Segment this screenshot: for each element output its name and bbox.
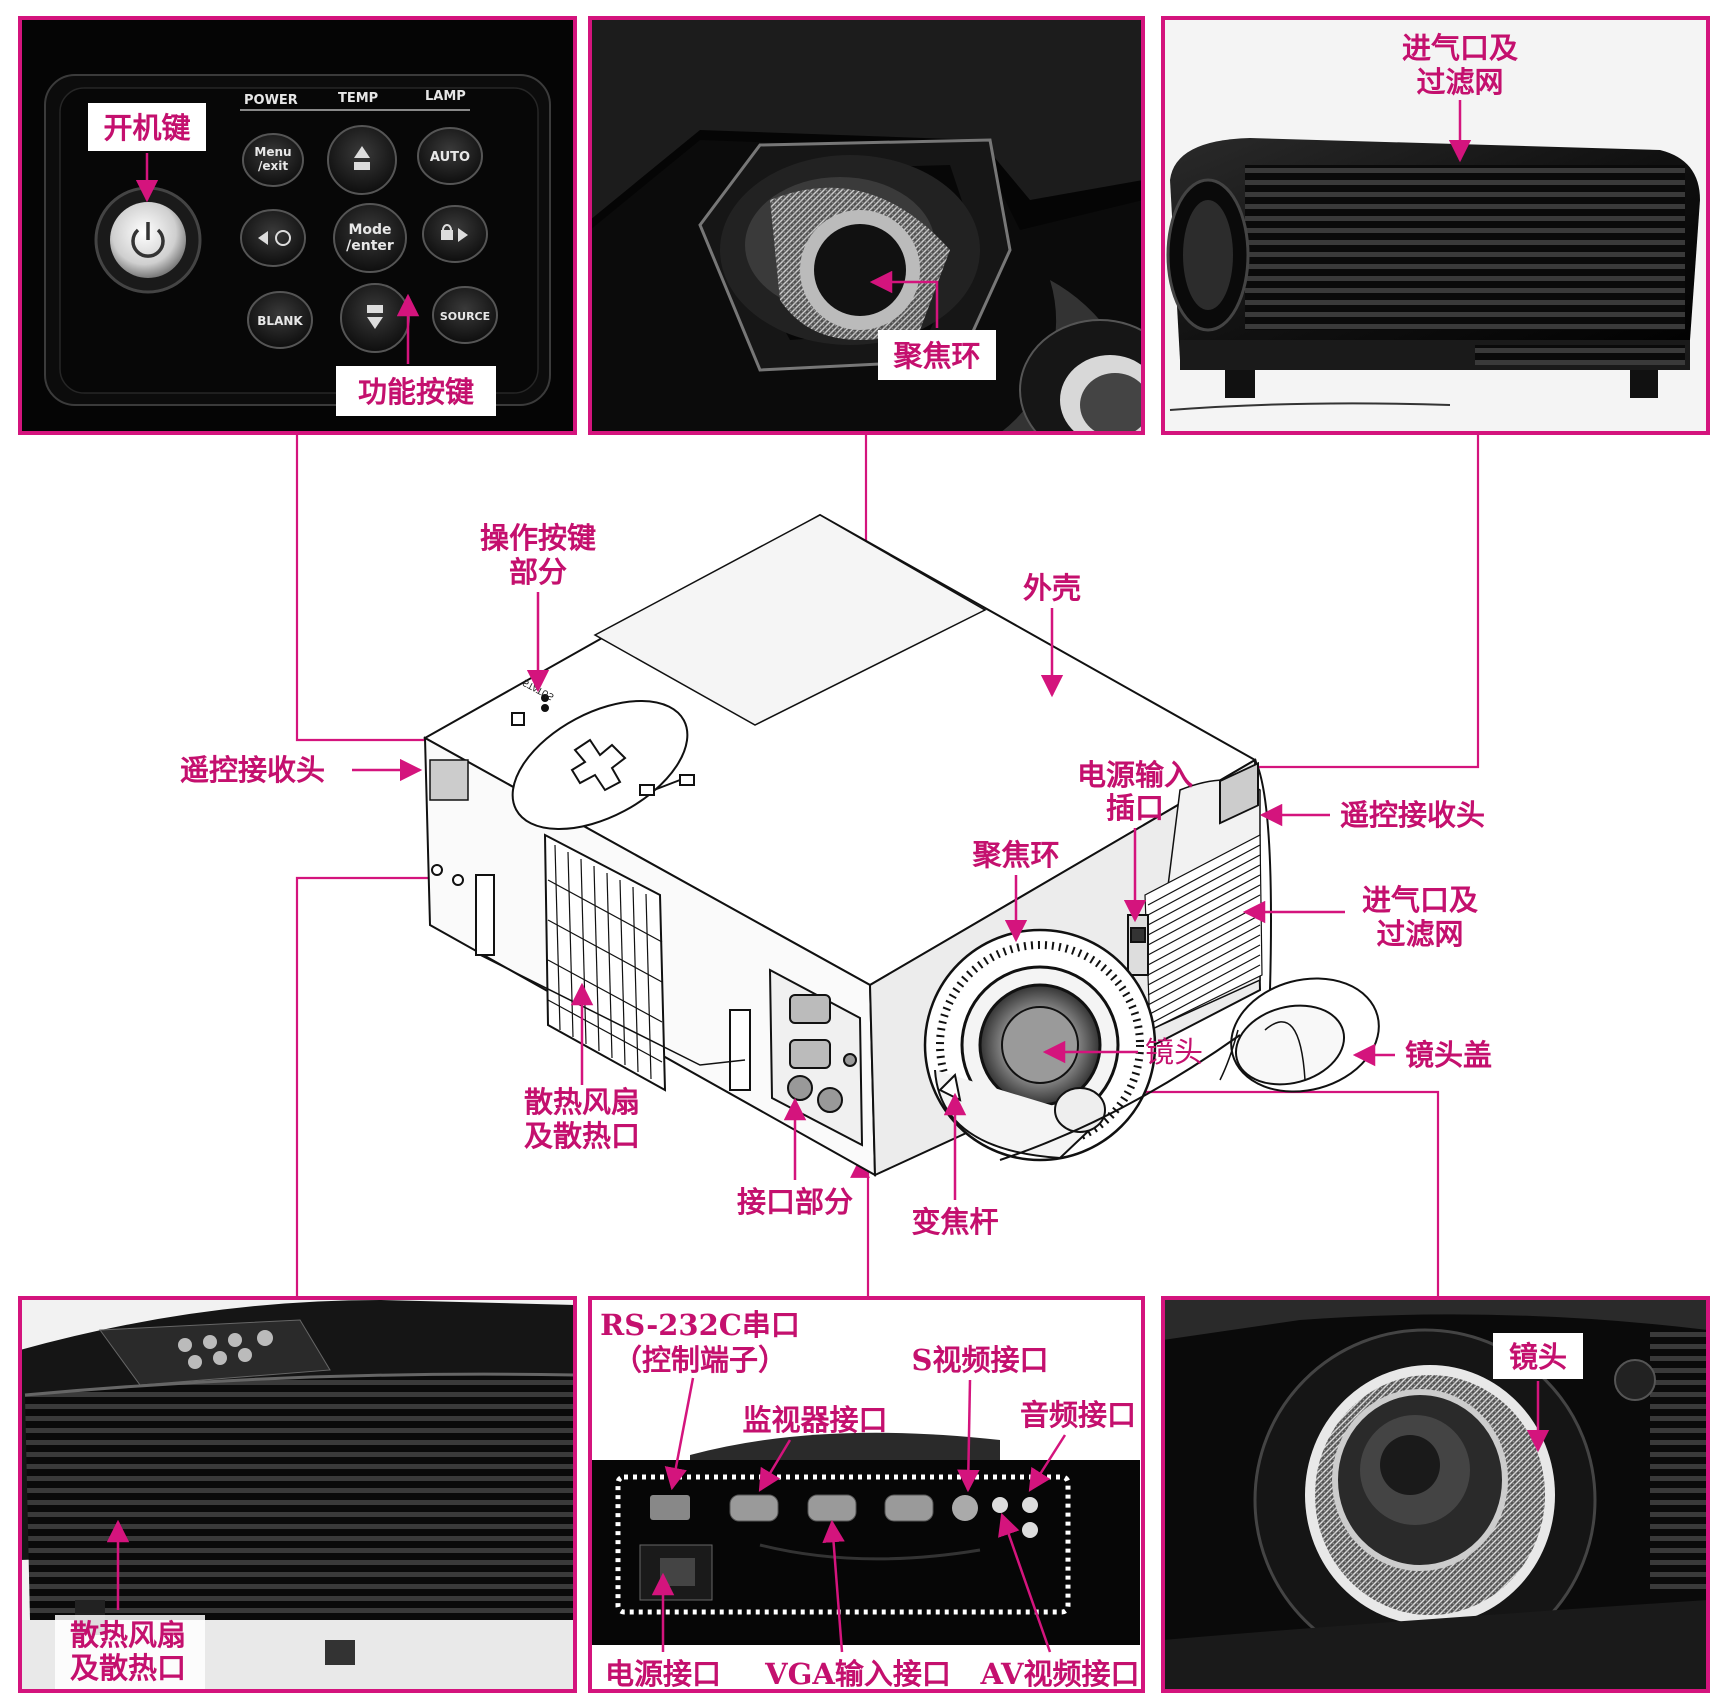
label-fan-vent-center-1: 散热风扇 xyxy=(524,1085,640,1119)
label-ir-receiver-right: 遥控接收头 xyxy=(1340,798,1485,832)
label-rs232-1: RS-232C串口 xyxy=(600,1308,800,1342)
auto-key[interactable]: AUTO xyxy=(417,127,483,185)
photo-focus-ring: 聚焦环 xyxy=(588,16,1145,435)
mode-enter-key[interactable]: Mode /enter xyxy=(333,203,407,273)
down-key[interactable] xyxy=(340,283,410,353)
svg-text:Menu: Menu xyxy=(254,145,291,159)
svg-text:/exit: /exit xyxy=(258,159,288,173)
label-function-keys: 功能按键 xyxy=(358,375,474,409)
label-audio: 音频接口 xyxy=(1020,1398,1136,1432)
indicator-power: POWER xyxy=(244,93,298,108)
label-av-video: AV视频接口 xyxy=(980,1657,1140,1691)
blank-key[interactable]: BLANK xyxy=(247,291,313,349)
label-ir-receiver-left: 遥控接收头 xyxy=(180,753,325,787)
label-air-intake-center-2: 过滤网 xyxy=(1376,917,1463,951)
label-housing: 外壳 xyxy=(1023,571,1081,605)
indicator-lamp: LAMP xyxy=(425,89,466,104)
svg-text:AUTO: AUTO xyxy=(430,150,470,165)
label-fan-vent-photo-2: 及散热口 xyxy=(70,1651,186,1685)
power-icon xyxy=(131,222,165,258)
label-operation-keys-2: 部分 xyxy=(509,555,567,589)
source-key[interactable]: SOURCE xyxy=(432,286,498,344)
label-operation-keys-1: 操作按键 xyxy=(480,521,596,555)
label-lens-cap: 镜头盖 xyxy=(1405,1038,1492,1072)
label-vga-in: VGA输入接口 xyxy=(764,1657,951,1691)
svg-text:BLANK: BLANK xyxy=(257,314,303,328)
label-s-video: S视频接口 xyxy=(912,1343,1049,1377)
label-power-inlet-1: 电源输入 xyxy=(1077,758,1193,792)
label-focus-ring-center: 聚焦环 xyxy=(971,838,1059,872)
up-key[interactable] xyxy=(327,125,397,195)
menu-exit-key[interactable]: Menu /exit xyxy=(242,133,304,187)
label-focus-ring-photo: 聚焦环 xyxy=(892,339,980,373)
left-help-key[interactable] xyxy=(240,209,306,267)
label-monitor: 监视器接口 xyxy=(742,1403,887,1437)
photo-air-intake: 进气口及 过滤网 xyxy=(1161,16,1710,435)
label-rs232-2: （控制端子） xyxy=(613,1343,787,1377)
label-lens-center: 镜头 xyxy=(1145,1035,1203,1069)
label-power-port: 电源接口 xyxy=(605,1657,721,1691)
label-air-intake-photo-1: 进气口及 xyxy=(1402,31,1518,65)
projector-line-drawing: STATUS xyxy=(422,513,1380,1177)
photo-ports: RS-232C串口 （控制端子） S视频接口 监视器接口 音频接口 电源接口 V… xyxy=(588,1296,1145,1693)
photo-lens: 镜头 xyxy=(1161,1296,1710,1693)
label-zoom-lever: 变焦杆 xyxy=(911,1205,998,1239)
label-air-intake-photo-2: 过滤网 xyxy=(1416,65,1503,99)
photo-fan-vent: 散热风扇 及散热口 xyxy=(18,1296,577,1693)
label-air-intake-center-1: 进气口及 xyxy=(1362,883,1478,917)
svg-text:/enter: /enter xyxy=(346,238,394,254)
indicator-temp: TEMP xyxy=(338,91,378,106)
label-fan-vent-center-2: 及散热口 xyxy=(524,1119,640,1153)
right-lock-key[interactable] xyxy=(422,205,488,263)
svg-text:Mode: Mode xyxy=(348,222,391,238)
label-power-inlet-2: 插口 xyxy=(1106,791,1164,825)
label-lens-photo: 镜头 xyxy=(1509,1340,1567,1374)
center-labels: 操作按键 部分 外壳 遥控接收头 电源输入 插口 遥控接收头 聚焦环 进气口及 … xyxy=(180,521,1492,1239)
label-ports: 接口部分 xyxy=(737,1185,853,1219)
svg-text:SOURCE: SOURCE xyxy=(440,310,490,323)
photo-control-panel: POWER TEMP LAMP Menu /exit AUTO xyxy=(18,16,577,435)
label-power-key: 开机键 xyxy=(103,111,190,145)
label-fan-vent-photo-1: 散热风扇 xyxy=(70,1618,186,1652)
